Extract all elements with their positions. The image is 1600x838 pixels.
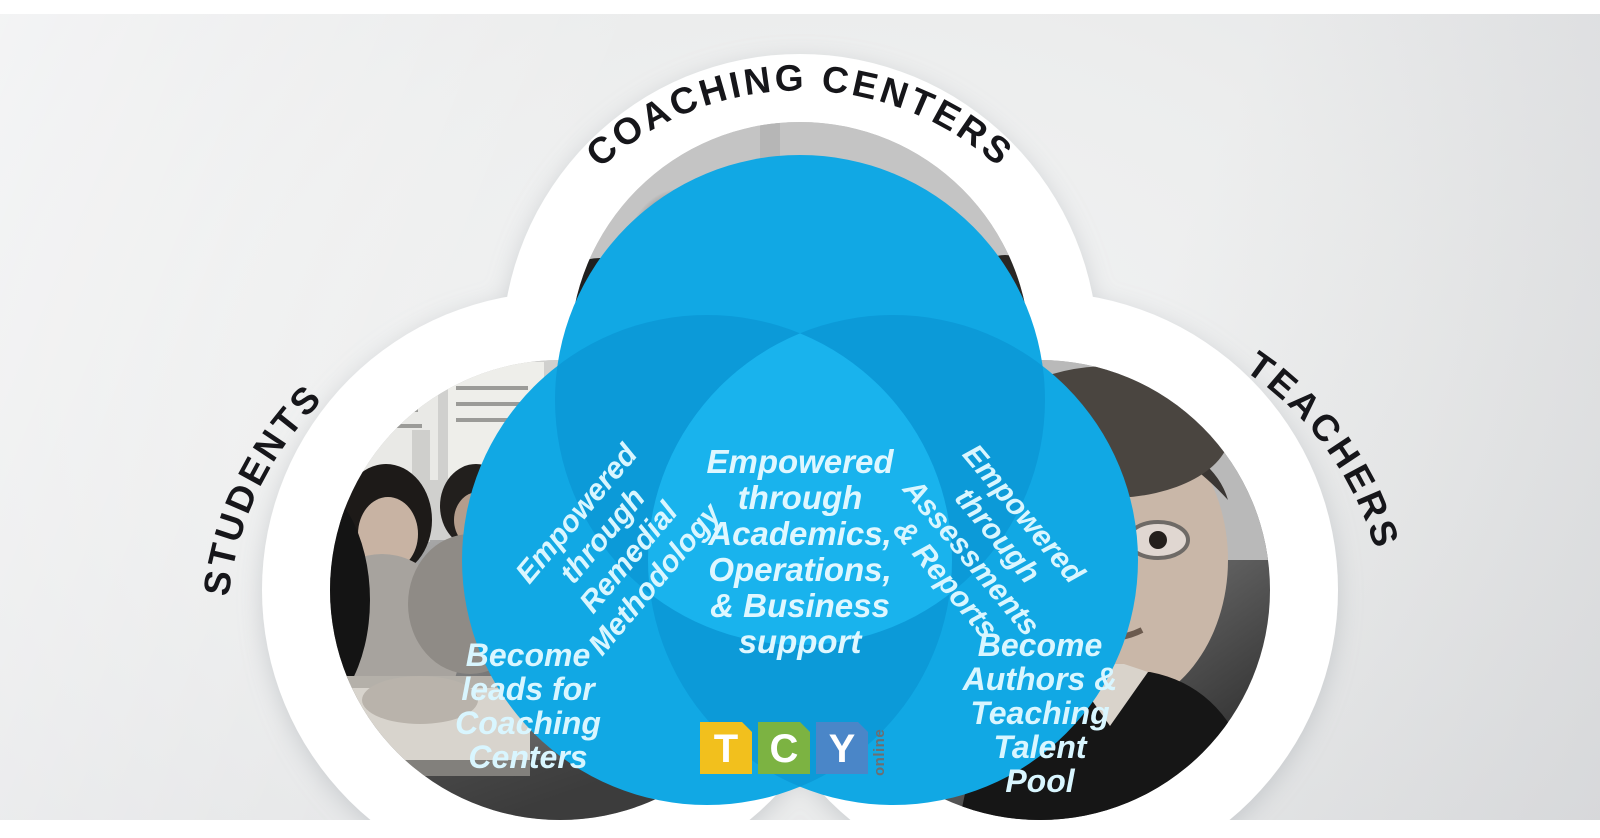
venn-right-lobe-text: Become Authors & Teaching Talent Pool <box>962 627 1118 799</box>
svg-text:Teaching: Teaching <box>970 695 1109 731</box>
svg-text:Pool: Pool <box>1005 763 1075 799</box>
logo-tile-c <box>758 722 810 774</box>
logo-letter-y: Y <box>829 727 856 771</box>
tcy-online-logo[interactable]: T C Y online <box>700 722 888 776</box>
svg-text:Empowered: Empowered <box>706 443 894 480</box>
venn-left-lobe-text: Become leads for Coaching Centers <box>455 637 601 775</box>
logo-letter-t: T <box>714 727 738 771</box>
svg-text:Become: Become <box>978 627 1103 663</box>
top-white-margin <box>0 0 1600 14</box>
logo-letter-c: C <box>770 727 799 771</box>
svg-text:Authors &: Authors & <box>962 661 1118 697</box>
logo-tile-t <box>700 722 752 774</box>
svg-text:Become: Become <box>466 637 591 673</box>
svg-text:Operations,: Operations, <box>708 551 891 588</box>
svg-text:& Business: & Business <box>710 587 890 624</box>
bottom-white-margin <box>0 820 1600 838</box>
venn-group <box>462 155 1138 805</box>
logo-tile-y <box>816 722 868 774</box>
venn-center-text: Empowered through Academics, Operations,… <box>706 443 894 660</box>
logo-suffix-online: online <box>871 729 888 776</box>
svg-text:Academics,: Academics, <box>707 515 891 552</box>
svg-text:leads for: leads for <box>461 671 596 707</box>
svg-text:support: support <box>739 623 864 660</box>
svg-text:Coaching: Coaching <box>455 705 601 741</box>
svg-text:Talent: Talent <box>993 729 1087 765</box>
svg-text:Centers: Centers <box>468 739 587 775</box>
svg-text:through: through <box>738 479 863 516</box>
